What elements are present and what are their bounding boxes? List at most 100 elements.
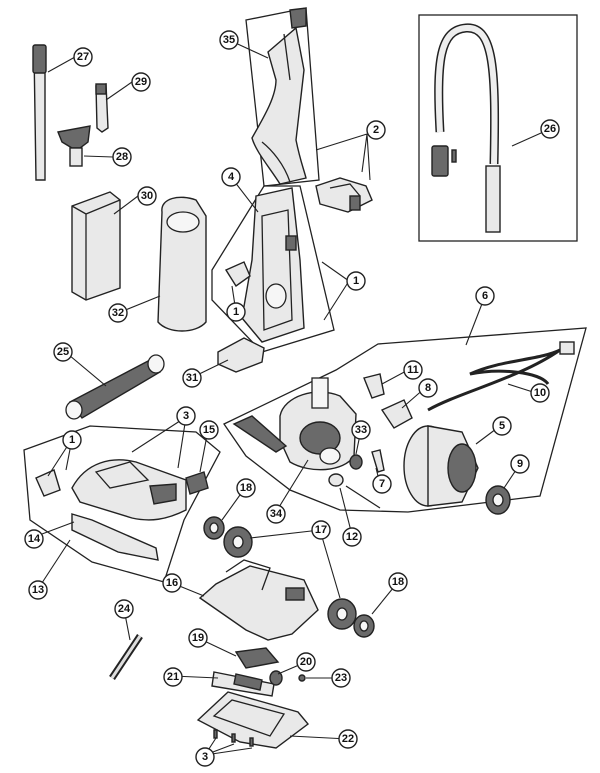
callout-label: 15 [203,424,215,436]
dirt-cup-part [157,196,207,332]
callout-label: 18 [240,482,252,494]
callout-label: 27 [77,51,89,63]
motor-group-frame [223,327,587,513]
crevice-tool-part [95,83,109,133]
callout-label: 24 [118,603,131,615]
washer-part [298,674,306,682]
callout-24: 24 [114,599,134,619]
callout-23: 23 [331,668,351,688]
bumper-part [232,415,288,453]
drive-belt-part [109,634,143,680]
callout-17: 17 [311,520,331,540]
callout-label: 2 [373,124,379,136]
callout-label: 20 [300,656,312,668]
callout-31: 31 [182,368,202,388]
callout-label: 19 [192,632,204,644]
callout-1-lens: 1 [62,430,82,450]
callout-19: 19 [188,628,208,648]
callout-label: 32 [112,307,124,319]
switch-part [363,373,385,399]
belt-guard-part [234,647,280,669]
front-wheel-part [223,526,253,558]
hose-kit-frame [418,14,578,242]
callout-18-front: 18 [236,478,256,498]
callout-21: 21 [163,667,183,687]
bearing-part [328,473,381,509]
callout-label: 11 [407,364,419,376]
callout-label: 34 [270,508,283,520]
callout-12: 12 [342,527,362,547]
headlight-lens-part [35,469,61,497]
pleated-filter-part [71,191,121,301]
callout-label: 6 [482,290,488,302]
callout-33: 33 [351,420,371,440]
callout-label: 10 [534,387,546,399]
callout-label: 17 [315,524,327,536]
callout-label: 33 [355,424,367,436]
callout-8: 8 [418,378,438,398]
rear-wheel-part [327,598,357,630]
agitator-part [211,671,275,697]
callout-16: 16 [162,573,182,593]
front-wheel-hub-part [203,516,225,540]
callout-3-screws: 3 [195,747,215,767]
callout-label: 30 [141,190,153,202]
nozzle-cover-part [71,459,187,521]
main-body-part [241,187,305,343]
bumper-strip-part [71,513,159,561]
callout-label: 22 [342,733,354,745]
base-part [198,559,319,641]
screw-part [371,449,385,473]
callout-label: 35 [223,34,235,46]
brush-roll-part [65,354,165,420]
callout-label: 29 [135,76,147,88]
cover-clip-part [185,471,209,495]
callout-34: 34 [266,504,286,524]
callout-label: 14 [28,533,41,545]
callout-label: 1 [353,275,359,287]
dusting-brush-part [57,125,91,167]
callout-27: 27 [73,47,93,67]
bottom-plate-part [196,691,310,749]
callout-35: 35 [219,30,239,50]
callout-label: 4 [228,171,235,183]
callout-20: 20 [296,652,316,672]
callout-4: 4 [221,167,241,187]
callout-label: 9 [517,458,523,470]
callout-label: 13 [32,584,44,596]
callout-29: 29 [131,72,151,92]
fan-part [485,485,511,515]
callout-25: 25 [53,342,73,362]
callout-5: 5 [492,416,512,436]
callout-28: 28 [112,147,132,167]
callout-1-body: 1 [346,271,366,291]
callout-26: 26 [540,119,560,139]
callout-14: 14 [24,529,44,549]
callout-30: 30 [137,186,157,206]
clip-part [380,399,413,429]
callout-22: 22 [338,729,358,749]
motor-housing-part [279,377,357,471]
callout-13: 13 [28,580,48,600]
crevice-wand-part [32,44,47,181]
nozzle-cover-frame [23,425,221,583]
gasket-part [217,337,265,373]
height-knob-part [224,261,251,288]
body-group-frame [211,185,335,353]
callout-label: 1 [69,434,75,446]
callout-label: 21 [167,671,179,683]
bushing-part [349,454,363,470]
callout-9: 9 [510,454,530,474]
callout-label: 31 [186,372,198,384]
end-cap-part [269,670,283,686]
callout-label: 12 [346,531,358,543]
hose-part [431,23,501,233]
callout-label: 3 [202,751,208,763]
rear-wheel-hub-part [353,614,375,638]
upper-handle-part [251,7,307,185]
callout-label: 25 [57,346,69,358]
callout-label: 18 [392,576,404,588]
callout-label: 1 [233,306,239,318]
callout-label: 16 [166,577,178,589]
